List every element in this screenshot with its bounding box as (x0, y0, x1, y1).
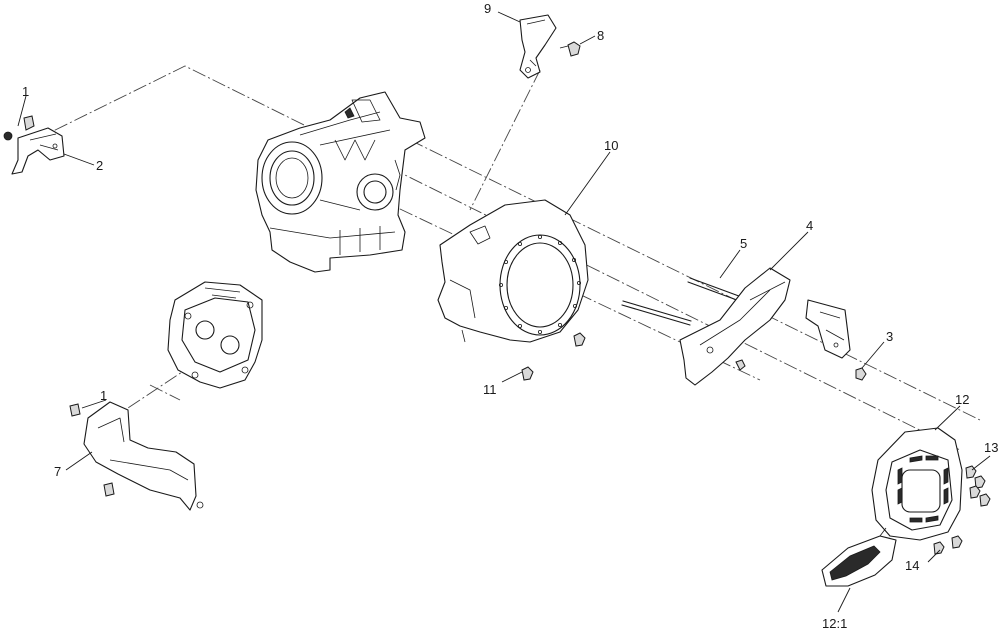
callout-12-1: 12:1 (822, 616, 847, 631)
callout-12: 12 (955, 392, 969, 407)
callout-10: 10 (604, 138, 618, 153)
engine-block (255, 91, 426, 273)
screw-part-1-bottom (69, 403, 115, 497)
callout-7: 7 (54, 464, 61, 479)
callout-11: 11 (483, 382, 497, 397)
nut-part-3 (855, 367, 867, 381)
starter-handle-part-12-1 (821, 527, 897, 587)
callout-1-top: 1 (22, 84, 29, 99)
leader-lines (17, 11, 991, 613)
bracket-part-9 (519, 14, 557, 79)
rod-part-5 (621, 277, 748, 326)
bracket-part-4b (805, 299, 851, 359)
callout-4: 4 (806, 218, 813, 233)
callout-13: 13 (984, 440, 998, 455)
head-shield-part-7 (83, 401, 204, 511)
callout-labels: 1 2 9 8 10 5 4 3 11 1 7 12 13 14 12:1 (22, 1, 998, 631)
callout-14: 14 (905, 558, 919, 573)
screw-part-11 (521, 366, 534, 381)
housing-bolt-holes (498, 234, 582, 334)
callout-2: 2 (96, 158, 103, 173)
blower-housing-part-10 (437, 199, 589, 343)
callout-8: 8 (597, 28, 604, 43)
callout-5: 5 (740, 236, 747, 251)
screws-part-13 (965, 465, 991, 507)
recoil-starter-part-12 (871, 427, 963, 541)
callout-1-bottom: 1 (100, 388, 107, 403)
deflector-part-4 (679, 267, 791, 386)
screws-part-14 (933, 535, 963, 555)
callout-3: 3 (886, 329, 893, 344)
starter-vents (897, 455, 949, 523)
callout-9: 9 (484, 1, 491, 16)
screw-housing (573, 332, 586, 347)
bracket-part-2 (11, 127, 65, 175)
screw-part-1-top (3, 115, 35, 141)
bolt-part-8 (559, 41, 581, 57)
cylinder-head (167, 281, 263, 389)
